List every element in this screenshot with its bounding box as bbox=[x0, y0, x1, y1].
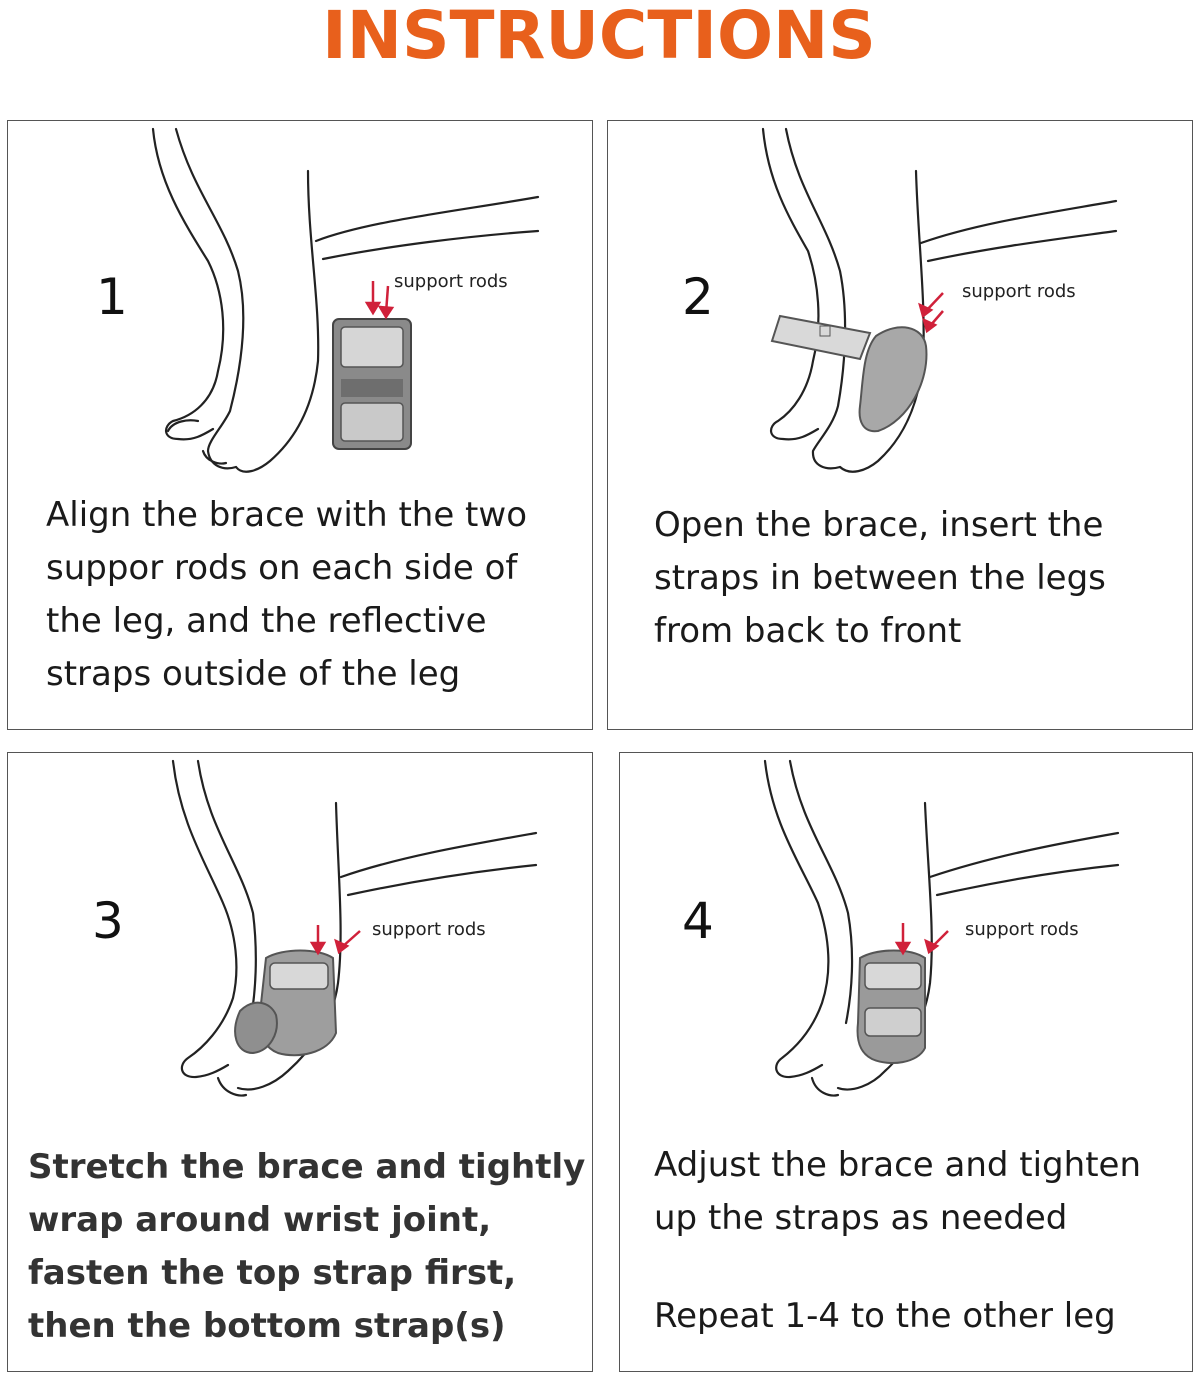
strap-image bbox=[770, 314, 872, 361]
support-rods-label: support rods bbox=[372, 919, 486, 940]
dog-legs-illustration bbox=[761, 127, 1118, 473]
step-caption: Align the brace with the two suppor rods… bbox=[46, 489, 527, 701]
caption-line: straps outside of the leg bbox=[46, 654, 461, 694]
caption-line: Adjust the brace and tighten bbox=[654, 1145, 1141, 1185]
step-panel-4: 4 support rods Adjust the brace and tigh… bbox=[619, 752, 1193, 1372]
step-panel-2: 2 support rods Open the brace, insert th… bbox=[607, 120, 1193, 730]
page-title: INSTRUCTIONS bbox=[322, 0, 876, 74]
step-number: 1 bbox=[96, 268, 128, 326]
step-number: 2 bbox=[682, 268, 714, 326]
arrow-icon bbox=[894, 923, 949, 956]
step-number: 4 bbox=[682, 892, 714, 950]
step-panel-3: 3 support rods Stretch the brace and tig… bbox=[7, 752, 593, 1372]
caption-line: fasten the top strap first, bbox=[28, 1253, 517, 1293]
step-caption: Open the brace, insert the straps in bet… bbox=[654, 499, 1106, 658]
arrow-icon bbox=[309, 925, 361, 956]
support-rods-label: support rods bbox=[965, 919, 1079, 940]
caption-line: wrap around wrist joint, bbox=[28, 1200, 492, 1240]
caption-line: Stretch the brace and tightly bbox=[28, 1147, 586, 1187]
step-panel-1: 1 support rods Align the brace wi bbox=[7, 120, 593, 730]
caption-line: the leg, and the reflective bbox=[46, 601, 487, 641]
brace-image bbox=[856, 949, 926, 1065]
dog-legs-illustration bbox=[763, 759, 1120, 1097]
caption-line: suppor rods on each side of bbox=[46, 548, 518, 588]
caption-line: up the straps as needed bbox=[654, 1198, 1068, 1238]
caption-line: from back to front bbox=[654, 611, 962, 651]
caption-line: straps in between the legs bbox=[654, 558, 1106, 598]
support-rods-label: support rods bbox=[394, 271, 508, 292]
arrow-icon bbox=[364, 281, 395, 320]
caption-line: Align the brace with the two bbox=[46, 495, 527, 535]
support-rods-label: support rods bbox=[962, 281, 1076, 302]
dog-legs-illustration bbox=[171, 759, 538, 1097]
caption-line-repeat: Repeat 1-4 to the other leg bbox=[654, 1296, 1116, 1336]
brace-image bbox=[234, 949, 338, 1057]
dog-legs-illustration bbox=[151, 127, 540, 473]
step-number: 3 bbox=[92, 892, 124, 950]
step-caption: Stretch the brace and tightly wrap aroun… bbox=[28, 1141, 585, 1353]
caption-line: then the bottom strap(s) bbox=[28, 1306, 506, 1346]
brace-image bbox=[858, 326, 928, 433]
step-caption: Adjust the brace and tighten up the stra… bbox=[654, 1139, 1141, 1343]
arrow-icon bbox=[918, 292, 944, 334]
brace-image bbox=[332, 318, 412, 450]
caption-line: Open the brace, insert the bbox=[654, 505, 1104, 545]
